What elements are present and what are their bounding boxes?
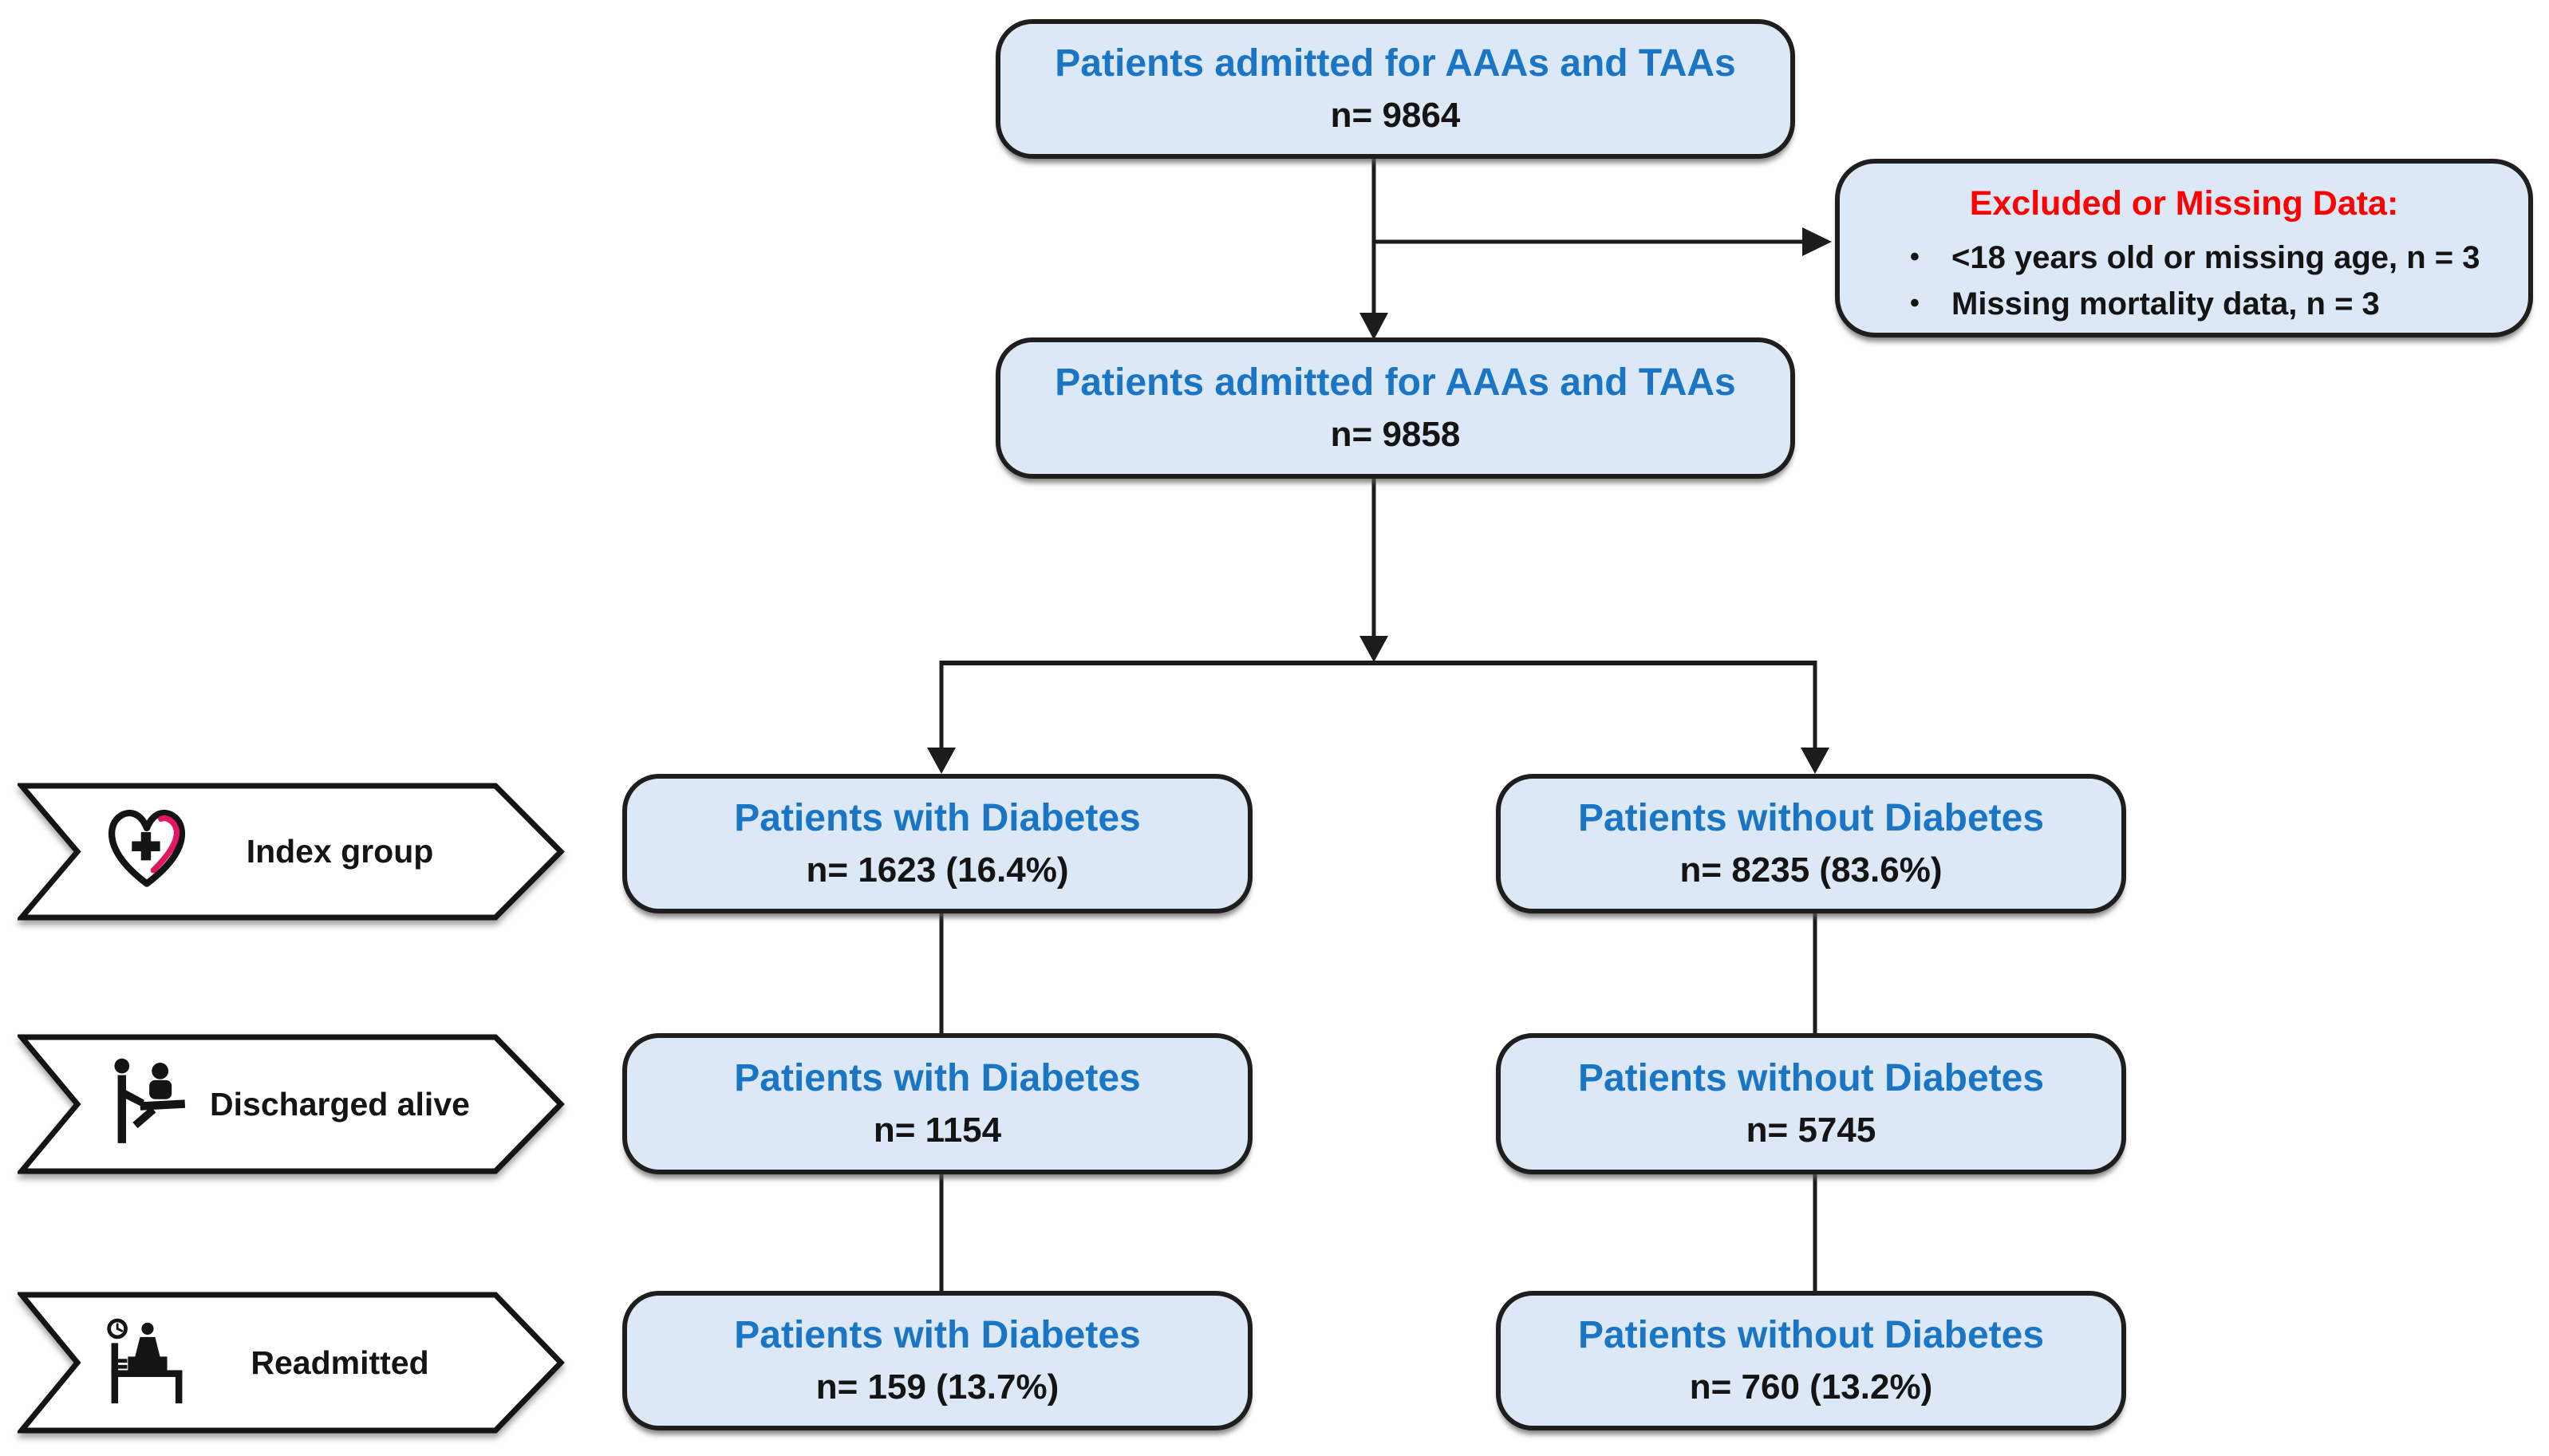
discharge-icon [105, 1054, 188, 1154]
node-title: Patients with Diabetes [734, 796, 1141, 839]
node-count: n= 5745 [1746, 1110, 1876, 1150]
readmission-icon [105, 1312, 188, 1413]
arrowhead-right-icon [1802, 227, 1832, 256]
stage-label: Discharged alive [210, 1085, 470, 1123]
stage-banner-index-group: Index group [18, 782, 565, 921]
node-diabetes-readmitted: Patients with Diabetes n= 159 (13.7%) [622, 1291, 1253, 1430]
stage-label: Readmitted [251, 1344, 429, 1381]
arrowhead-down-icon [927, 748, 956, 774]
node-diabetes-index: Patients with Diabetes n= 1623 (16.4%) [622, 774, 1253, 913]
node-diabetes-discharged: Patients with Diabetes n= 1154 [622, 1033, 1253, 1174]
connector-split-to-no-diabetes [1801, 661, 1829, 774]
excluded-list: <18 years old or missing age, n = 3 Miss… [1864, 235, 2504, 327]
node-count: n= 8235 (83.6%) [1679, 850, 1943, 890]
node-no-diabetes-discharged: Patients without Diabetes n= 5745 [1496, 1033, 2126, 1174]
connector-to-excluded [1374, 227, 1832, 256]
connector-initial-to-filtered [1359, 159, 1388, 340]
arrowhead-down-icon [1801, 748, 1829, 774]
node-title: Patients with Diabetes [734, 1056, 1141, 1099]
excluded-item: <18 years old or missing age, n = 3 [1910, 235, 2504, 281]
stage-label: Index group [246, 833, 434, 870]
node-title: Patients without Diabetes [1577, 1313, 2045, 1356]
node-no-diabetes-readmitted: Patients without Diabetes n= 760 (13.2%) [1496, 1291, 2126, 1430]
node-title: Patients admitted for AAAs and TAAs [1055, 41, 1736, 85]
node-title: Patients with Diabetes [734, 1313, 1141, 1356]
connector-split-to-diabetes [927, 661, 956, 774]
node-title: Patients without Diabetes [1577, 1056, 2045, 1099]
stage-banner-readmitted: Readmitted [18, 1291, 565, 1434]
connector-filtered-to-split [1359, 479, 1388, 662]
node-count: n= 9864 [1330, 95, 1461, 135]
node-no-diabetes-index: Patients without Diabetes n= 8235 (83.6%… [1496, 774, 2126, 913]
arrowhead-down-icon [1359, 313, 1388, 340]
excluded-item: Missing mortality data, n = 3 [1910, 281, 2504, 327]
heart-plus-icon [105, 802, 188, 902]
banner-arrow-shape [18, 1292, 565, 1434]
node-count: n= 159 (13.7%) [815, 1367, 1059, 1407]
node-excluded: Excluded or Missing Data: <18 years old … [1835, 159, 2533, 337]
node-admitted-filtered: Patients admitted for AAAs and TAAs n= 9… [996, 337, 1795, 479]
excluded-title: Excluded or Missing Data: [1969, 184, 2399, 223]
node-admitted-initial: Patients admitted for AAAs and TAAs n= 9… [996, 19, 1795, 159]
node-count: n= 9858 [1330, 414, 1461, 454]
node-title: Patients without Diabetes [1577, 796, 2045, 839]
node-title: Patients admitted for AAAs and TAAs [1055, 361, 1736, 404]
stage-banner-discharged: Discharged alive [18, 1033, 565, 1175]
node-count: n= 760 (13.2%) [1689, 1367, 1933, 1407]
node-count: n= 1154 [873, 1110, 1002, 1150]
arrowhead-down-icon [1359, 636, 1388, 662]
node-count: n= 1623 (16.4%) [806, 850, 1069, 890]
